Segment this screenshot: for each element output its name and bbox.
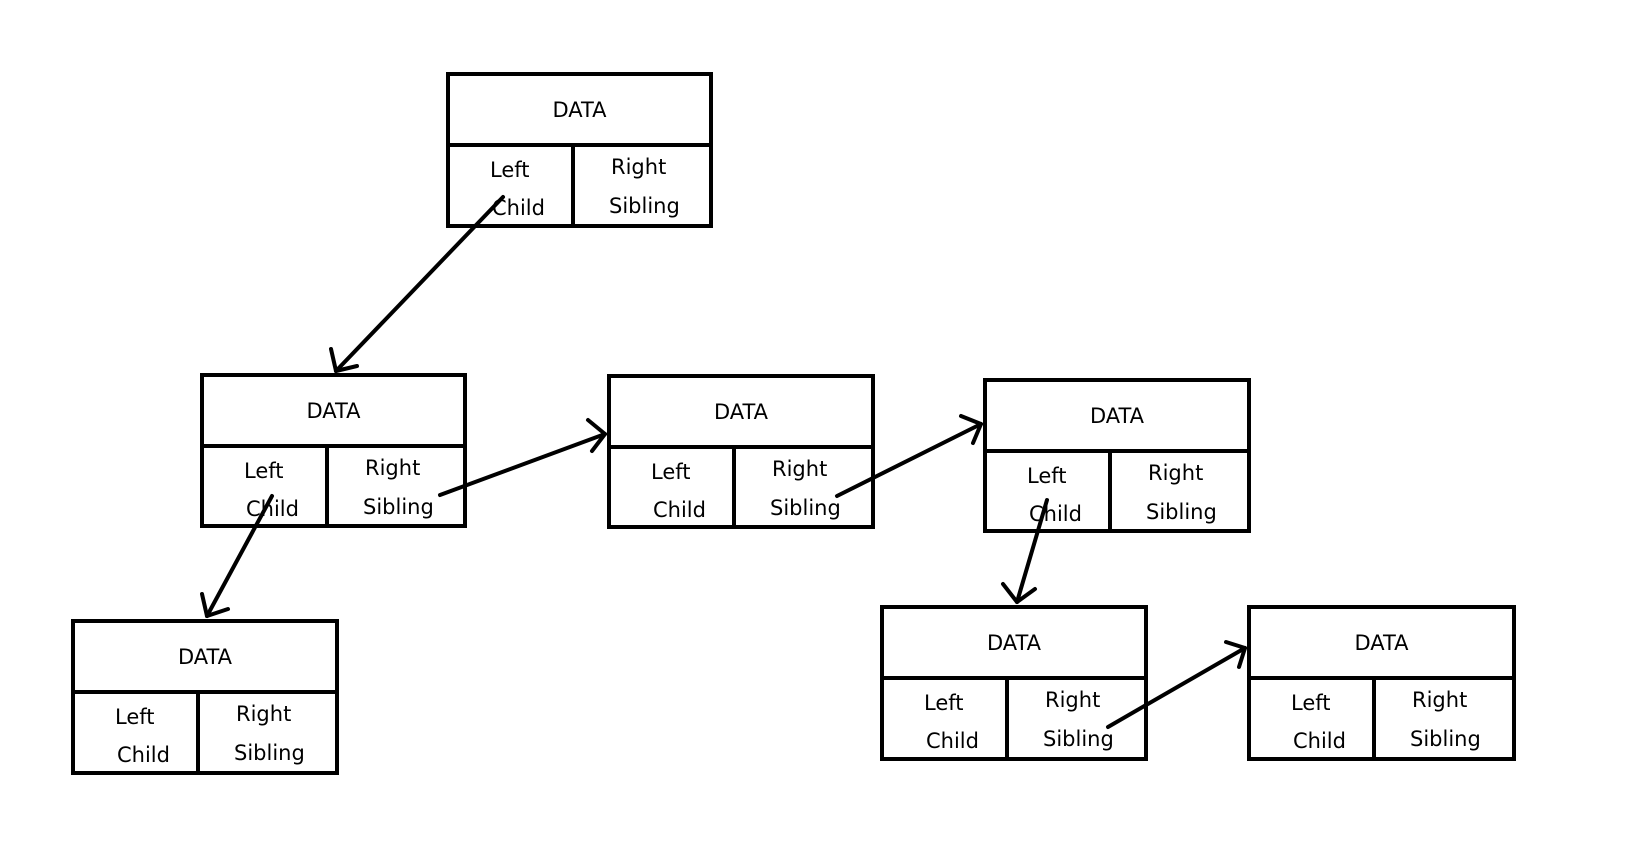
left-child-label-line2: Child [653, 498, 706, 522]
tree-node-3: DATA Left Child Right Sibling [71, 619, 339, 775]
left-child-cell: Left Child [450, 147, 575, 224]
node-data-cell: DATA [204, 377, 463, 448]
tree-node-root: DATA Left Child Right Sibling [446, 72, 713, 228]
right-sibling-label-line2: Sibling [234, 741, 305, 765]
right-sibling-cell: Right Sibling [200, 694, 335, 771]
right-sibling-label-line2: Sibling [1043, 727, 1114, 751]
right-sibling-label-line1: Right [1148, 461, 1204, 485]
left-child-label-line1: Left [651, 460, 691, 484]
left-child-label-line2: Child [492, 196, 545, 220]
left-child-cell: Left Child [75, 694, 200, 771]
right-sibling-cell: Right Sibling [575, 147, 709, 224]
left-child-label-line1: Left [490, 158, 530, 182]
tree-node-6: DATA Left Child Right Sibling [1247, 605, 1516, 761]
right-sibling-cell: Right Sibling [736, 449, 871, 525]
node-data-cell: DATA [987, 382, 1247, 453]
left-child-cell: Left Child [987, 453, 1112, 529]
node-data-cell: DATA [611, 378, 871, 449]
right-sibling-cell: Right Sibling [1112, 453, 1247, 529]
right-sibling-label-line1: Right [772, 457, 828, 481]
left-child-cell: Left Child [884, 680, 1009, 757]
left-child-cell: Left Child [1251, 680, 1376, 757]
right-sibling-label-line2: Sibling [609, 194, 680, 218]
left-child-label-line1: Left [244, 459, 284, 483]
left-child-label-line1: Left [1027, 464, 1067, 488]
left-child-label-line2: Child [1029, 502, 1082, 526]
left-child-label-line2: Child [117, 743, 170, 767]
right-sibling-label-line2: Sibling [770, 496, 841, 520]
right-sibling-label-line2: Sibling [1146, 500, 1217, 524]
node-data-cell: DATA [1251, 609, 1512, 680]
left-child-label-line1: Left [115, 705, 155, 729]
left-child-label-line1: Left [924, 691, 964, 715]
left-child-label-line1: Left [1291, 691, 1331, 715]
right-sibling-label-line2: Sibling [1410, 727, 1481, 751]
right-sibling-label-line1: Right [1045, 688, 1101, 712]
tree-node-1: DATA Left Child Right Sibling [200, 373, 467, 528]
left-child-cell: Left Child [204, 448, 329, 524]
left-child-label-line2: Child [1293, 729, 1346, 753]
right-sibling-cell: Right Sibling [329, 448, 463, 524]
right-sibling-label-line1: Right [611, 155, 667, 179]
left-child-label-line2: Child [926, 729, 979, 753]
tree-node-4: DATA Left Child Right Sibling [983, 378, 1251, 533]
tree-node-5: DATA Left Child Right Sibling [880, 605, 1148, 761]
tree-node-2: DATA Left Child Right Sibling [607, 374, 875, 529]
right-sibling-cell: Right Sibling [1376, 680, 1512, 757]
left-child-cell: Left Child [611, 449, 736, 525]
right-sibling-label-line1: Right [1412, 688, 1468, 712]
right-sibling-label-line2: Sibling [363, 495, 434, 519]
right-sibling-cell: Right Sibling [1009, 680, 1144, 757]
node-data-cell: DATA [450, 76, 709, 147]
left-child-label-line2: Child [246, 497, 299, 521]
right-sibling-label-line1: Right [365, 456, 421, 480]
right-sibling-label-line1: Right [236, 702, 292, 726]
node-data-cell: DATA [884, 609, 1144, 680]
node-data-cell: DATA [75, 623, 335, 694]
